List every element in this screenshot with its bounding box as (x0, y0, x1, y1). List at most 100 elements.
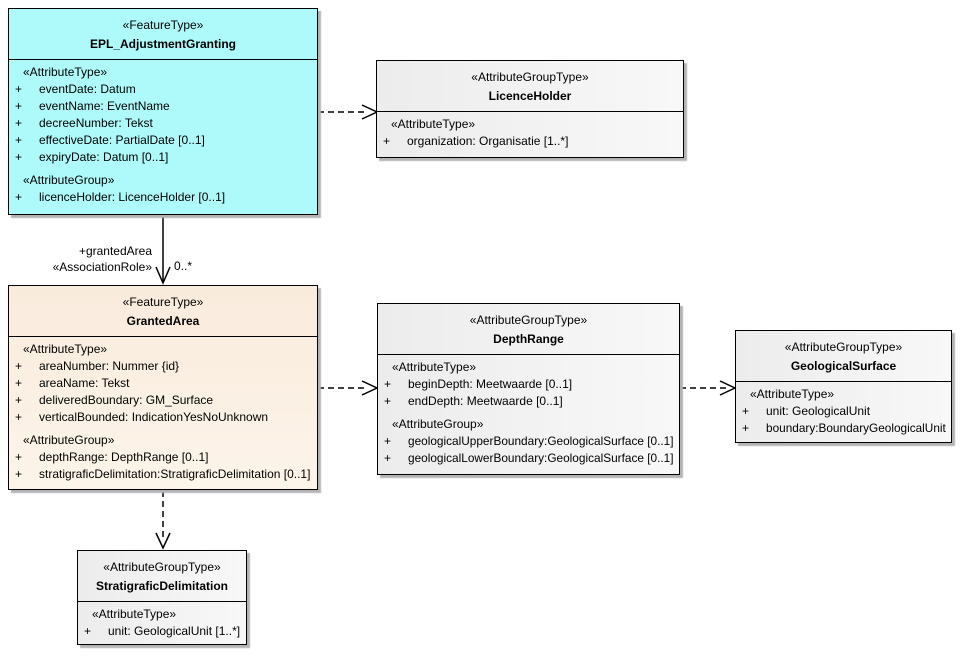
section-stereotype: «AttributeType» (750, 387, 835, 401)
association-multiplicity: 0..* (174, 259, 193, 273)
class-attribute-compartment: «AttributeType»+unit: GeologicalUnit+bou… (736, 381, 951, 437)
class-stereotype: «AttributeGroupType» (784, 340, 903, 354)
visibility-marker: + (15, 99, 23, 113)
dependency-grantedarea-to-depthrange[interactable] (318, 380, 379, 396)
attribute-text: beginDepth: Meetwaarde [0..1] (408, 377, 573, 391)
attribute-text: geologicalUpperBoundary:GeologicalSurfac… (408, 434, 674, 448)
class-name: StratigraficDelimitation (95, 579, 229, 593)
attribute-text: organization: Organisatie [1..*] (407, 134, 569, 148)
class-name: EPL_AdjustmentGranting (89, 37, 236, 51)
attribute-row: +geologicalLowerBoundary:GeologicalSurfa… (378, 450, 679, 467)
class-box-geologicalsurface[interactable]: «AttributeGroupType»GeologicalSurface«At… (735, 330, 952, 443)
class-header: «FeatureType» EPL_AdjustmentGranting (9, 9, 317, 59)
attribute-text: eventDate: Datum (39, 82, 136, 96)
class-header: «AttributeGroupType» GeologicalSurface (736, 331, 951, 381)
association-epl-to-grantedarea[interactable] (155, 216, 171, 285)
visibility-marker: + (742, 421, 750, 435)
attribute-text: areaNumber: Nummer {id} (39, 359, 180, 373)
section-stereotype: «AttributeType» (392, 360, 477, 374)
attribute-text: endDepth: Meetwaarde [0..1] (408, 394, 563, 408)
attribute-row: + verticalBounded: IndicationYesNoUnknown (9, 409, 317, 426)
section-stereotype: «AttributeType» (391, 117, 476, 131)
attribute-text: boundary:BoundaryGeologicalUnit (766, 421, 946, 435)
attribute-text: areaName: Tekst (39, 376, 130, 390)
class-box-depthrange[interactable]: «AttributeGroupType»DepthRange«Attribute… (377, 303, 680, 475)
attribute-row: + unit: GeologicalUnit (736, 403, 951, 420)
attribute-text: unit: GeologicalUnit (766, 404, 871, 418)
class-attribute-compartment: «AttributeType»+areaNumber: Nummer {id}+… (9, 336, 317, 483)
class-header: «AttributeGroupType» DepthRange (378, 304, 679, 354)
class-name: DepthRange (493, 332, 564, 346)
attribute-row: + geologicalUpperBoundary:GeologicalSurfa… (378, 433, 679, 450)
association-role-name: +grantedArea (78, 244, 152, 258)
class-stereotype: «AttributeGroupType» (103, 560, 221, 574)
class-stereotype: «AttributeGroupType» (471, 70, 589, 84)
visibility-marker: + (15, 190, 23, 204)
attribute-row: + unit: GeologicalUnit [1..*] (78, 623, 246, 640)
attribute-row: +depthRange: DepthRange [0..1] (9, 449, 317, 466)
attribute-text: verticalBounded: IndicationYesNoUnknown (39, 410, 269, 424)
class-attribute-compartment: «AttributeType»+ unit: GeologicalUnit [1.… (78, 601, 246, 640)
visibility-marker: + (15, 359, 23, 373)
class-header: «AttributeGroupType» StratigraficDelimita… (78, 551, 246, 601)
visibility-marker: + (15, 133, 23, 147)
class-stereotype: «FeatureType» (122, 18, 204, 32)
attribute-row: + stratigraficDelimitation:StratigraficDe… (9, 466, 317, 483)
attribute-row: + eventDate: Datum (9, 81, 317, 98)
visibility-marker: + (383, 134, 391, 148)
visibility-marker: + (15, 467, 23, 481)
section-stereotype: «AttributeGroup» (23, 173, 115, 187)
section-stereotype: «AttributeType» (23, 65, 108, 79)
class-name: GeologicalSurface (790, 359, 897, 373)
class-box-licenceholder[interactable]: «AttributeGroupType»LicenceHolder«Attrib… (376, 60, 684, 158)
class-attribute-compartment: «AttributeType»+ organization: Organisati… (377, 111, 683, 150)
class-stereotype: «AttributeGroupType» (469, 313, 588, 327)
attribute-row: +expiryDate: Datum [0..1] (9, 149, 317, 166)
visibility-marker: + (15, 410, 23, 424)
attribute-row: + organization: Organisatie [1..*] (377, 133, 683, 150)
visibility-marker: + (15, 376, 23, 390)
attribute-row: + beginDepth: Meetwaarde [0..1] (378, 376, 679, 393)
attribute-text: deliveredBoundary: GM_Surface (39, 393, 214, 407)
visibility-marker: + (15, 82, 23, 96)
section-stereotype: «AttributeType» (92, 607, 177, 621)
class-header: «AttributeGroupType» LicenceHolder (377, 61, 683, 111)
association-stereotype: «AssociationRole» (52, 260, 152, 274)
visibility-marker: + (384, 377, 392, 391)
attribute-text: expiryDate: Datum [0..1] (39, 150, 169, 164)
attribute-row: + effectiveDate: PartialDate [0..1] (9, 132, 317, 149)
class-box-stratigraficdelimitation[interactable]: «AttributeGroupType» StratigraficDelimita… (77, 550, 247, 645)
attribute-row: + licenceHolder: LicenceHolder [0..1] (9, 189, 317, 206)
dependency-depthrange-to-geologicalsurface[interactable] (680, 380, 737, 396)
attribute-row: + areaName: Tekst (9, 375, 317, 392)
attribute-text: stratigraficDelimitation:StratigraficDel… (39, 467, 311, 481)
visibility-marker: + (384, 394, 392, 408)
attribute-row: + endDepth: Meetwaarde [0..1] (378, 393, 679, 410)
section-stereotype: «AttributeType» (23, 342, 108, 356)
visibility-marker: + (15, 116, 23, 130)
class-box-grantedarea[interactable]: «FeatureType»GrantedArea«AttributeType»+… (8, 285, 318, 490)
attribute-text: effectiveDate: PartialDate [0..1] (39, 133, 205, 147)
class-box-epl-adjustmentgranting[interactable]: «FeatureType» EPL_AdjustmentGranting «Attr… (8, 8, 318, 215)
visibility-marker: + (84, 624, 92, 638)
attribute-row: + eventName: EventName (9, 98, 317, 115)
attribute-text: eventName: EventName (39, 99, 170, 113)
visibility-marker: + (742, 404, 750, 418)
visibility-marker: + (15, 393, 23, 407)
visibility-marker: + (384, 434, 392, 448)
attribute-row: + boundary:BoundaryGeologicalUnit (736, 420, 951, 437)
class-attribute-compartment: «AttributeType»+beginDepth: Meetwaarde [… (378, 354, 679, 467)
dependency-epl-to-licenceholder[interactable] (318, 104, 379, 120)
class-name: GrantedArea (126, 314, 200, 328)
dependency-grantedarea-to-stratigraficdelimitation[interactable] (155, 491, 171, 550)
attribute-text: depthRange: DepthRange [0..1] (39, 450, 209, 464)
section-stereotype: «AttributeGroup» (23, 433, 115, 447)
section-stereotype: «AttributeGroup» (392, 417, 484, 431)
attribute-text: decreeNumber: Tekst (39, 116, 153, 130)
attribute-text: geologicalLowerBoundary:GeologicalSurfac… (408, 451, 674, 465)
class-name: LicenceHolder (488, 89, 572, 103)
attribute-text: unit: GeologicalUnit [1..*] (108, 624, 241, 638)
attribute-text: licenceHolder: LicenceHolder [0..1] (39, 190, 226, 204)
class-header: «FeatureType»GrantedArea (9, 286, 317, 336)
